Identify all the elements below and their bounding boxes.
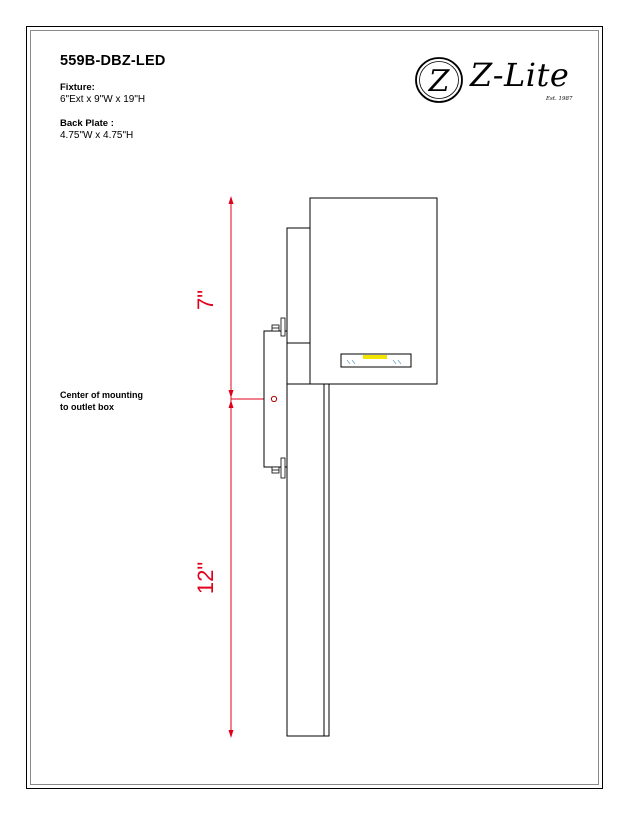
mounting-screws bbox=[271, 317, 286, 479]
model-number: 559B-DBZ-LED bbox=[60, 53, 166, 69]
bracket-tab-bottom bbox=[280, 457, 286, 479]
z-lite-logo: Z Z-Lite Est. 1987 bbox=[412, 52, 582, 110]
led-strip-icon bbox=[363, 355, 387, 359]
logo-wordmark: Z-Lite bbox=[470, 56, 570, 94]
logo-monogram-icon: Z bbox=[415, 57, 463, 103]
arrow-top-icon bbox=[228, 196, 234, 204]
dimension-lower-label: 12" bbox=[193, 562, 218, 594]
arrow-center-down-icon bbox=[228, 400, 234, 408]
arrow-bottom-icon bbox=[228, 730, 234, 738]
logo-monogram-letter: Z bbox=[428, 64, 451, 99]
fixture-label: Fixture: bbox=[60, 82, 95, 93]
fixture-outline bbox=[263, 197, 438, 737]
logo-established: Est. 1987 bbox=[546, 96, 573, 102]
back-plate-label: Back Plate : bbox=[60, 118, 114, 129]
fixture-lower-panel bbox=[286, 383, 330, 737]
mounting-note: Center of mounting to outlet box bbox=[60, 389, 180, 413]
inner-border bbox=[30, 30, 599, 785]
fixture-head bbox=[309, 197, 438, 385]
arrow-center-up-icon bbox=[228, 390, 234, 398]
bracket-tab-top bbox=[280, 317, 286, 337]
dimension-lines bbox=[228, 196, 272, 738]
mounting-note-line1: Center of mounting bbox=[60, 390, 143, 400]
led-detail bbox=[346, 355, 402, 365]
fixture-dimensions: 6"Ext x 9"W x 19"H bbox=[60, 94, 146, 105]
led-lens bbox=[340, 353, 412, 368]
outlet-center-marker bbox=[270, 395, 278, 403]
led-lens-marks bbox=[346, 359, 402, 365]
dimension-upper-label: 7" bbox=[193, 290, 218, 310]
outer-border bbox=[26, 26, 603, 789]
mounting-note-line2: to outlet box bbox=[60, 402, 114, 412]
back-plate-dimensions: 4.75"W x 4.75"H bbox=[60, 130, 134, 141]
